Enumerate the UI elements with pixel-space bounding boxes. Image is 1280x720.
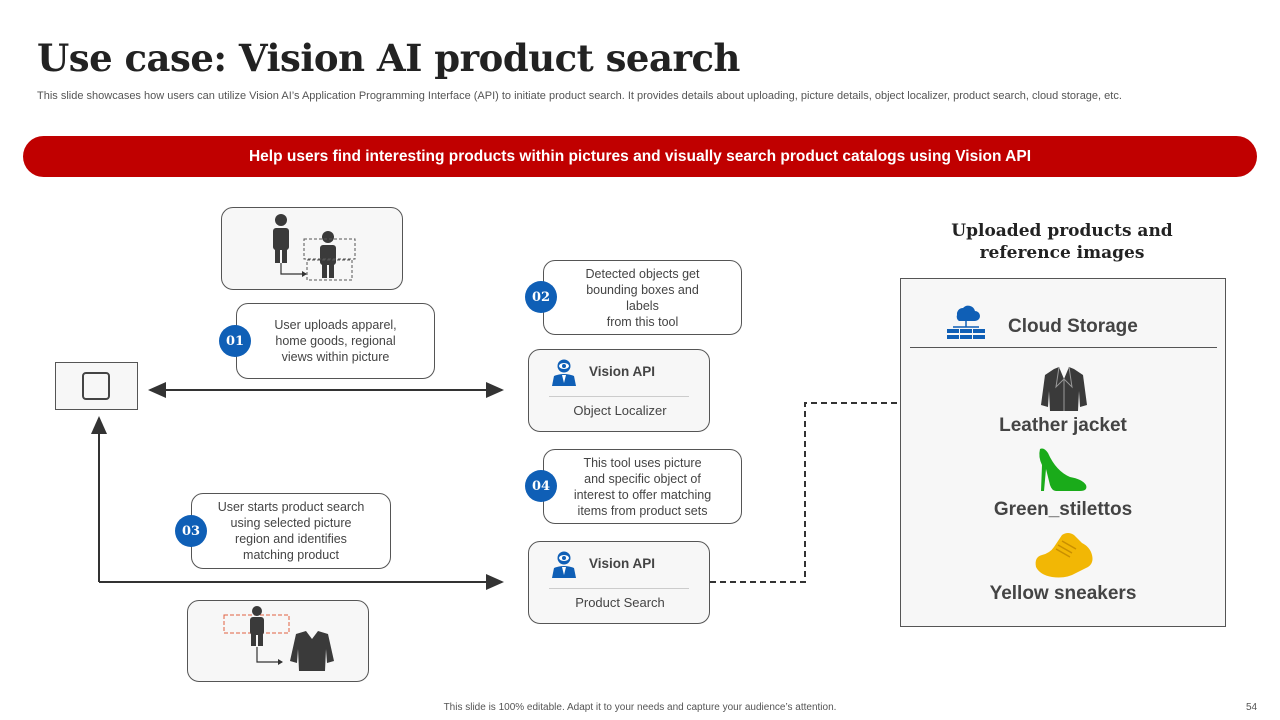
step-03-text: User starts product search using selecte… xyxy=(217,500,365,562)
panel-divider xyxy=(910,347,1217,348)
page-number: 54 xyxy=(1246,702,1258,713)
step-04-text: This tool uses picture and specific obje… xyxy=(573,455,712,518)
product-search-label: Product Search xyxy=(575,595,665,610)
vision-agent-icon xyxy=(552,359,576,386)
divider xyxy=(549,396,689,397)
upload-illustration-card xyxy=(221,207,403,290)
leather-jacket-icon xyxy=(1041,366,1087,411)
step-01-box: User uploads apparel, home goods, region… xyxy=(236,303,435,379)
device-frame xyxy=(55,362,138,410)
cloud-server-icon xyxy=(947,305,985,339)
green-stiletto-icon xyxy=(1039,448,1087,491)
slide-title: Use case: Vision AI product search xyxy=(37,36,740,80)
step-04-number: 04 xyxy=(531,478,551,494)
step-03-badge: 03 xyxy=(175,515,207,547)
product-search-title: Vision API xyxy=(589,556,656,571)
product-green-stilettos: Green_stilettos xyxy=(993,499,1133,520)
step-01-text: User uploads apparel, home goods, region… xyxy=(274,318,397,364)
product-search-card: Vision API Product Search xyxy=(528,541,710,624)
step-02-box: Detected objects get bounding boxes and … xyxy=(543,260,742,335)
step-03-number: 03 xyxy=(181,523,201,539)
footer-note: This slide is 100% editable. Adapt it to… xyxy=(443,702,837,713)
yellow-sneaker-icon xyxy=(1035,533,1093,578)
cloud-storage-label: Cloud Storage xyxy=(1008,316,1138,337)
step-03-box: User starts product search using selecte… xyxy=(191,493,391,569)
step-04-box: This tool uses picture and specific obje… xyxy=(543,449,742,524)
cloud-storage-panel: Cloud Storage Leather jacket Green_stile… xyxy=(900,278,1226,627)
object-localizer-title: Vision API xyxy=(589,364,656,379)
step-02-text: Detected objects get bounding boxes and … xyxy=(585,266,700,329)
product-leather-jacket: Leather jacket xyxy=(999,415,1127,436)
banner-text: Help users find interesting products wit… xyxy=(248,147,1032,165)
dashed-link-to-storage xyxy=(710,402,900,583)
banner: Help users find interesting products wit… xyxy=(23,136,1257,177)
object-localizer-label: Object Localizer xyxy=(573,403,667,418)
step-04-badge: 04 xyxy=(525,470,557,502)
step-01-number: 01 xyxy=(225,333,245,349)
vision-agent-icon xyxy=(552,551,576,578)
step-01-badge: 01 xyxy=(219,325,251,357)
search-illustration-card xyxy=(187,600,369,682)
slide-subtitle: This slide showcases how users can utili… xyxy=(37,90,1122,102)
object-localizer-card: Vision API Object Localizer xyxy=(528,349,710,432)
device-screen-icon xyxy=(82,372,110,400)
person-jacket-icon xyxy=(223,606,334,671)
step-02-number: 02 xyxy=(531,289,551,305)
uploaded-products-heading: Uploaded products and reference images xyxy=(951,221,1173,263)
step-02-badge: 02 xyxy=(525,281,557,313)
product-yellow-sneakers: Yellow sneakers xyxy=(989,583,1137,604)
divider xyxy=(549,588,689,589)
person-selection-icon xyxy=(273,214,356,281)
